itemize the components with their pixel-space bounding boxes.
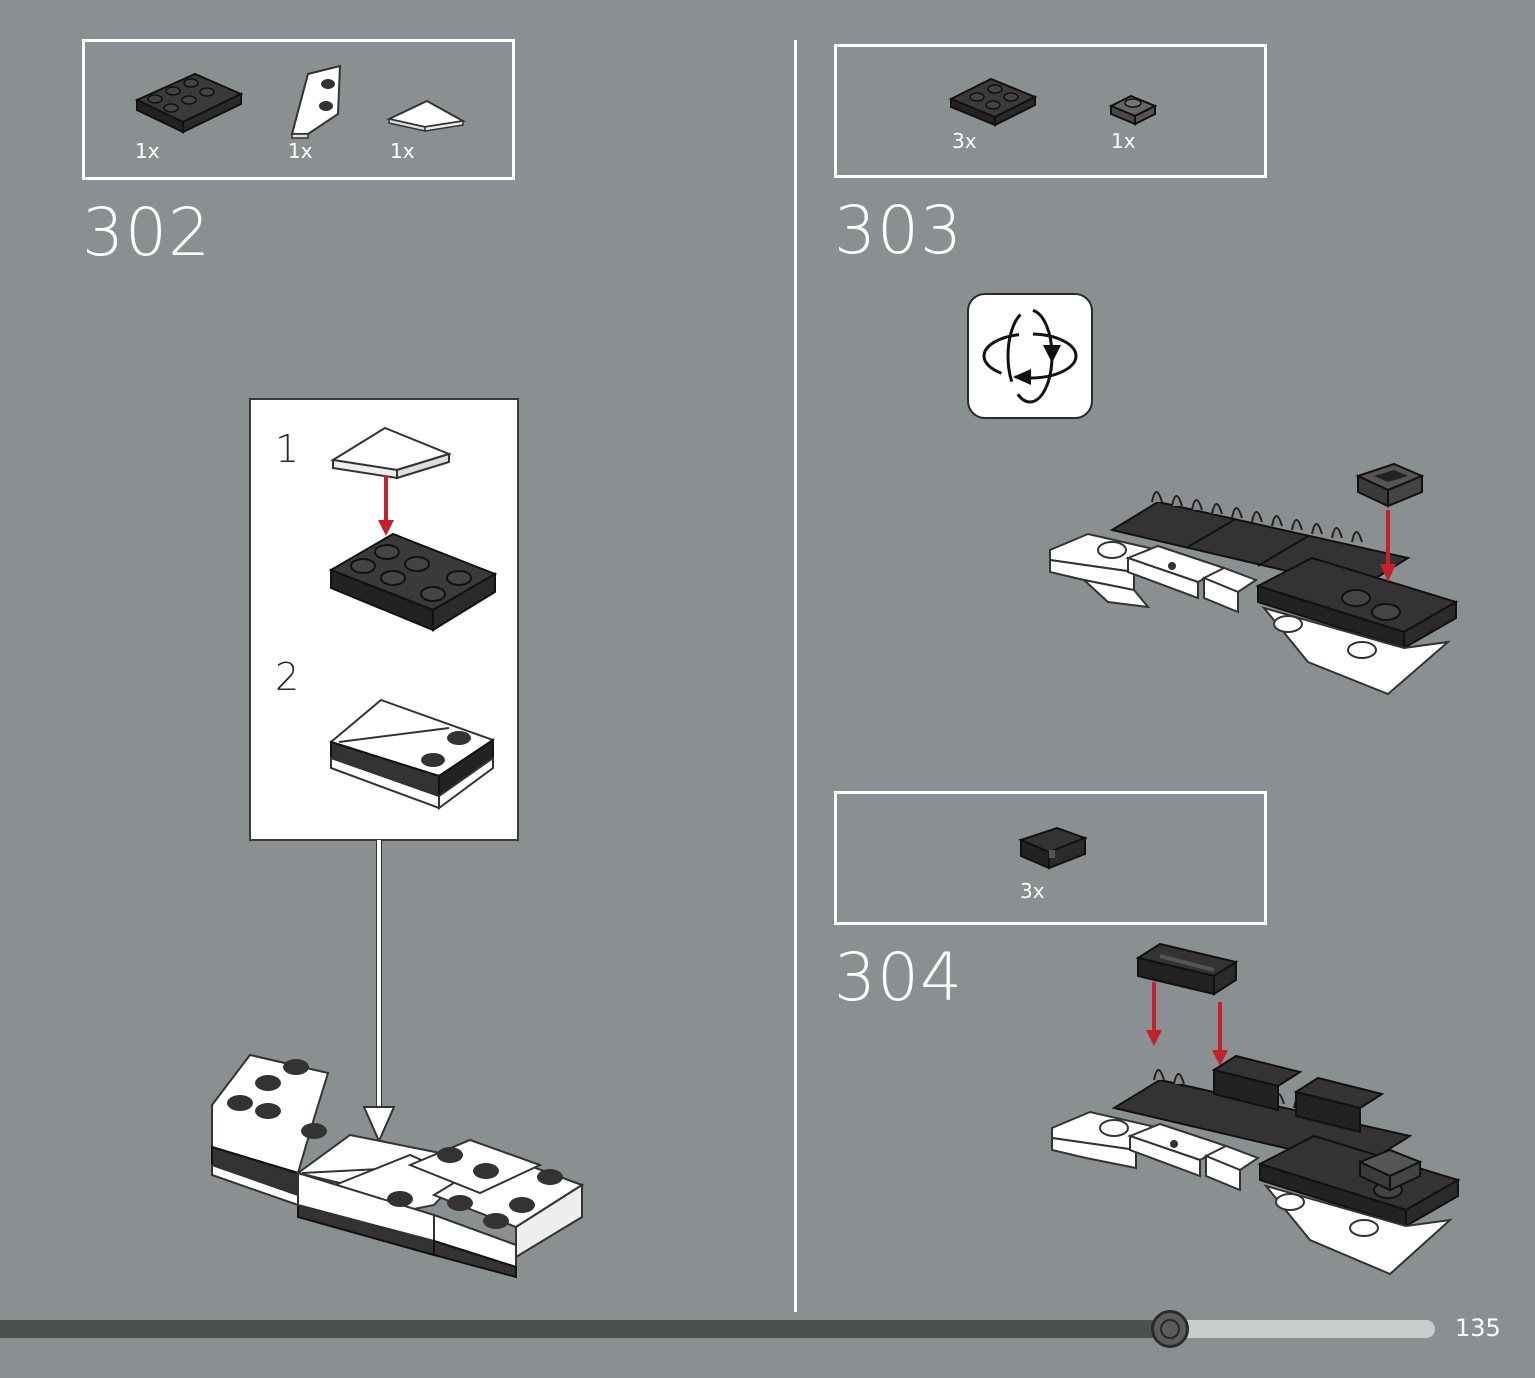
page-number: 135 — [1455, 1314, 1501, 1342]
progress-knob — [1151, 1310, 1189, 1348]
rotate-arrows-icon — [982, 308, 1078, 404]
step-number-302: 302 — [82, 194, 211, 271]
model-step-302 — [211, 1053, 585, 1279]
callout-connector-line — [376, 840, 382, 1120]
black-clip-bracket-icon — [1018, 826, 1088, 870]
part-qty: 1x — [1111, 129, 1136, 153]
white-wedge-plate-icon — [290, 64, 342, 139]
black-plate-2x3-icon — [134, 72, 244, 134]
substep-number: 2 — [275, 655, 300, 699]
sub-assembly-callout: 1 2 — [249, 398, 519, 841]
rotate-model-icon — [967, 293, 1093, 419]
part-qty: 1x — [135, 139, 160, 163]
part-qty: 1x — [390, 139, 415, 163]
page-divider — [794, 40, 797, 1312]
dark-grey-plate-1x1-icon — [1108, 94, 1158, 126]
parts-list-304: 3x — [834, 791, 1267, 925]
callout-pointer-arrow — [362, 1106, 396, 1144]
black-plate-2x2-icon — [948, 77, 1038, 127]
substep-1-illustration — [328, 426, 498, 632]
parts-list-303: 3x 1x — [834, 44, 1267, 178]
model-step-303 — [1049, 462, 1459, 696]
progress-fill — [0, 1320, 1170, 1338]
part-qty: 1x — [288, 139, 313, 163]
substep-number: 1 — [275, 427, 300, 471]
step-number-304: 304 — [834, 939, 963, 1016]
part-qty: 3x — [952, 129, 977, 153]
step-number-303: 303 — [834, 192, 963, 269]
substep-2-illustration — [328, 698, 496, 810]
part-qty: 3x — [1020, 879, 1045, 903]
model-step-304 — [1051, 942, 1461, 1276]
parts-list-302: 1x 1x 1x — [82, 39, 515, 180]
white-tile-triangle-icon — [385, 99, 467, 132]
